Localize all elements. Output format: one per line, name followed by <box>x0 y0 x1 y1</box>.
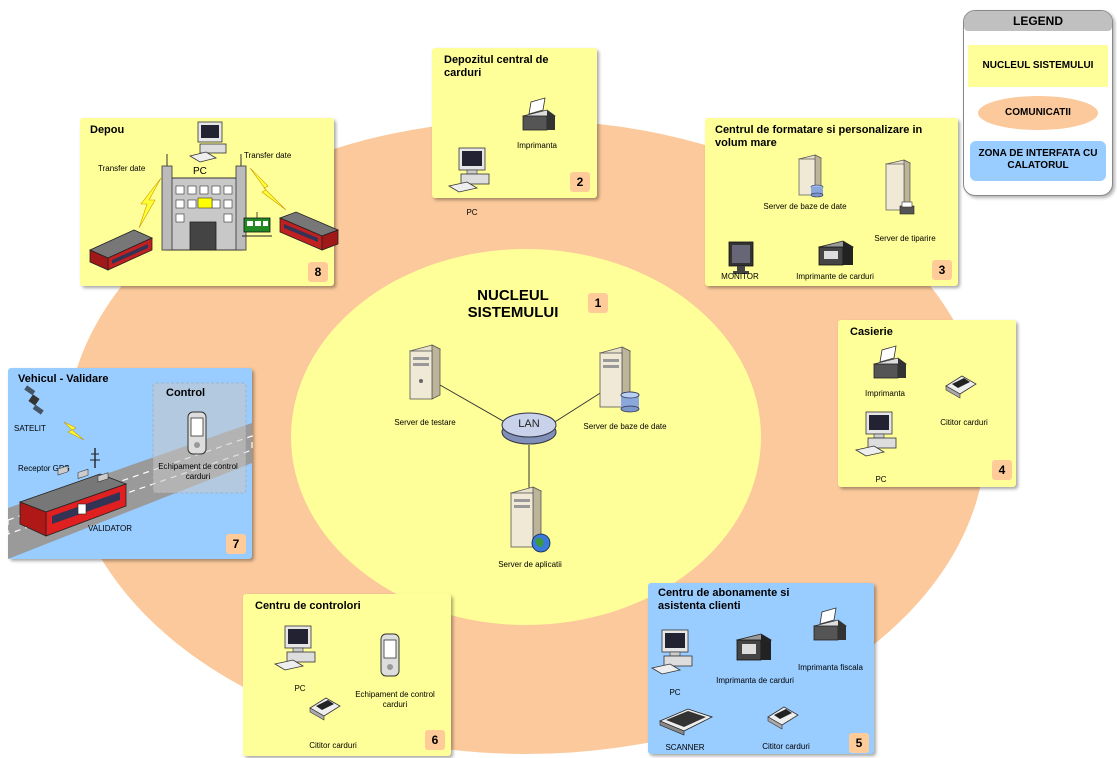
pc-icon <box>273 625 316 671</box>
bus-icon <box>18 465 128 537</box>
scanner-label: SCANNER <box>665 743 705 752</box>
panel-formatting-center: Centrul de formatare si personalizare in… <box>705 118 958 286</box>
panel-cashier: Casierie Imprimanta Cititor carduri PC 4 <box>838 320 1016 487</box>
depot-building-icon <box>161 154 247 251</box>
legend-title: LEGEND <box>964 11 1112 31</box>
lan-link-db <box>549 389 606 426</box>
controllers-device-label: Echipament de control carduri <box>355 690 435 709</box>
controllers-reader-label: Cititor carduri <box>309 741 357 750</box>
satellite-label: SATELIT <box>14 424 46 433</box>
panel-subscriptions: Centru de abonamente si asistenta client… <box>648 583 874 754</box>
transfer-right-label: Transfer date <box>244 151 292 160</box>
card-reader-icon <box>945 375 977 399</box>
depot-pc-label: PC <box>193 166 207 177</box>
pc-icon <box>854 411 897 457</box>
formatting-title: Centrul de formatare si personalizare in… <box>715 124 923 149</box>
controllers-title: Centru de controlori <box>255 600 361 612</box>
depot-title: Depou <box>90 124 125 136</box>
train-car-icon <box>278 211 340 251</box>
handheld-device-icon <box>380 633 400 677</box>
pc-icon <box>650 629 693 675</box>
monitor-icon <box>728 241 754 274</box>
satellite-icon <box>24 385 44 415</box>
legend-comms: COMUNICATII <box>978 96 1098 130</box>
test-server-icon <box>408 344 442 400</box>
print-server-label: Server de tiparire <box>874 234 936 243</box>
app-server-label: Server de aplicatii <box>498 560 562 569</box>
transfer-left-label: Transfer date <box>98 164 146 173</box>
subscriptions-number-badge: 5 <box>849 733 869 753</box>
formatting-db-server-label: Server de baze de date <box>763 202 847 211</box>
print-server-icon <box>884 159 915 215</box>
cashier-reader-label: Cititor carduri <box>940 418 988 427</box>
controllers-number-badge: 6 <box>425 730 445 750</box>
panel-controllers: Centru de controlori PC Echipament de co… <box>243 594 451 756</box>
train-car-icon <box>89 229 153 271</box>
depot-number-badge: 8 <box>308 262 328 282</box>
card-printers-label: Imprimante de carduri <box>796 272 874 281</box>
core-number-badge: 1 <box>588 293 608 313</box>
card-depot-printer-label: Imprimanta <box>516 141 557 150</box>
panel-depot: Depou PC Transfer date Transfer date <box>80 118 340 286</box>
card-reader-icon <box>767 706 799 730</box>
core-title: NUCLEUL SISTEMULUI <box>467 287 559 321</box>
cashier-pc-label: PC <box>875 475 887 484</box>
lightning-icon <box>138 177 162 229</box>
printer-icon <box>873 345 907 379</box>
validator-label: VALIDATOR <box>88 524 133 533</box>
control-zone-label: Control <box>166 387 206 399</box>
fiscal-printer-label: Imprimanta fiscala <box>798 663 863 672</box>
card-depot-number-badge: 2 <box>570 172 590 192</box>
lightning-icon <box>63 421 85 441</box>
subscriptions-pc-label: PC <box>669 688 681 697</box>
card-printer-icon <box>735 633 773 661</box>
legend-core: NUCLEUL SISTEMULUI <box>968 45 1108 87</box>
cashier-title: Casierie <box>850 326 893 338</box>
formatting-number-badge: 3 <box>932 260 952 280</box>
legend: LEGEND NUCLEUL SISTEMULUI COMUNICATII ZO… <box>963 10 1113 196</box>
gps-label: Receptor GPS <box>18 464 70 473</box>
subscriptions-card-printer-label: Imprimanta de carduri <box>716 676 794 685</box>
lan-hub-icon <box>501 412 557 445</box>
cashier-printer-label: Imprimanta <box>864 389 905 398</box>
core-db-server-label: Server de baze de date <box>583 422 667 431</box>
pc-icon <box>447 147 490 193</box>
controllers-pc-label: PC <box>294 684 306 693</box>
vehicle-device-label: Echipament de control carduri <box>158 462 238 481</box>
vehicle-title: Vehicul - Validare <box>18 373 109 385</box>
db-server-icon <box>797 154 824 198</box>
pc-icon <box>188 121 227 163</box>
handheld-device-icon <box>187 411 207 455</box>
app-server-icon <box>509 486 551 553</box>
card-reader-icon <box>309 697 341 721</box>
lan-label: LAN <box>518 418 540 430</box>
card-depot-title: Depozitul central de carduri <box>444 54 549 79</box>
lightning-icon <box>249 167 287 211</box>
card-printer-icon <box>817 240 855 266</box>
test-server-label: Server de testare <box>394 418 456 427</box>
db-server-icon <box>598 346 640 413</box>
vehicle-number-badge: 7 <box>226 534 246 554</box>
panel-vehicle: Vehicul - Validare Control SATELIT Recep… <box>7 368 253 559</box>
tram-icon <box>242 212 272 237</box>
lan-link-test <box>439 384 511 426</box>
fiscal-printer-icon <box>813 607 847 641</box>
subscriptions-title: Centru de abonamente si asistenta client… <box>658 587 790 612</box>
subscriptions-reader-label: Cititor carduri <box>762 742 810 751</box>
printer-icon <box>522 97 556 131</box>
card-depot-pc-label: PC <box>466 208 478 217</box>
legend-interface: ZONA DE INTERFATA CU CALATORUL <box>970 141 1106 181</box>
cashier-number-badge: 4 <box>992 460 1012 480</box>
gps-antenna-icon <box>90 448 100 468</box>
monitor-label: MONITOR <box>721 272 759 281</box>
panel-card-depot: Depozitul central de carduri Imprimanta … <box>432 48 597 217</box>
scanner-icon <box>658 708 714 736</box>
